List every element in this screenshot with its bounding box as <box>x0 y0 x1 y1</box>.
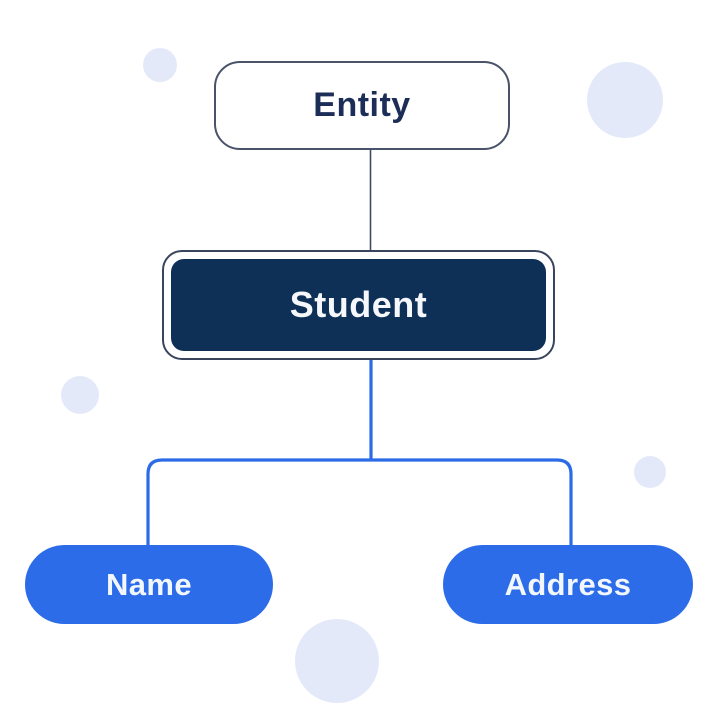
decorative-circle <box>587 62 663 138</box>
node-attribute-address: Address <box>443 545 693 624</box>
node-entity-root: Entity <box>214 61 510 150</box>
node-label: Name <box>105 566 193 602</box>
node-student: Student <box>162 250 555 360</box>
decorative-circle <box>61 376 99 414</box>
decorative-circle <box>295 619 379 703</box>
node-label: Student <box>289 284 428 325</box>
node-student-inner: Student <box>171 259 546 351</box>
node-label: Entity <box>313 86 411 124</box>
decorative-circle <box>143 48 177 82</box>
decorative-circle <box>634 456 666 488</box>
node-label: Address <box>504 566 632 602</box>
connector-branch <box>146 458 573 546</box>
node-attribute-name: Name <box>25 545 273 624</box>
